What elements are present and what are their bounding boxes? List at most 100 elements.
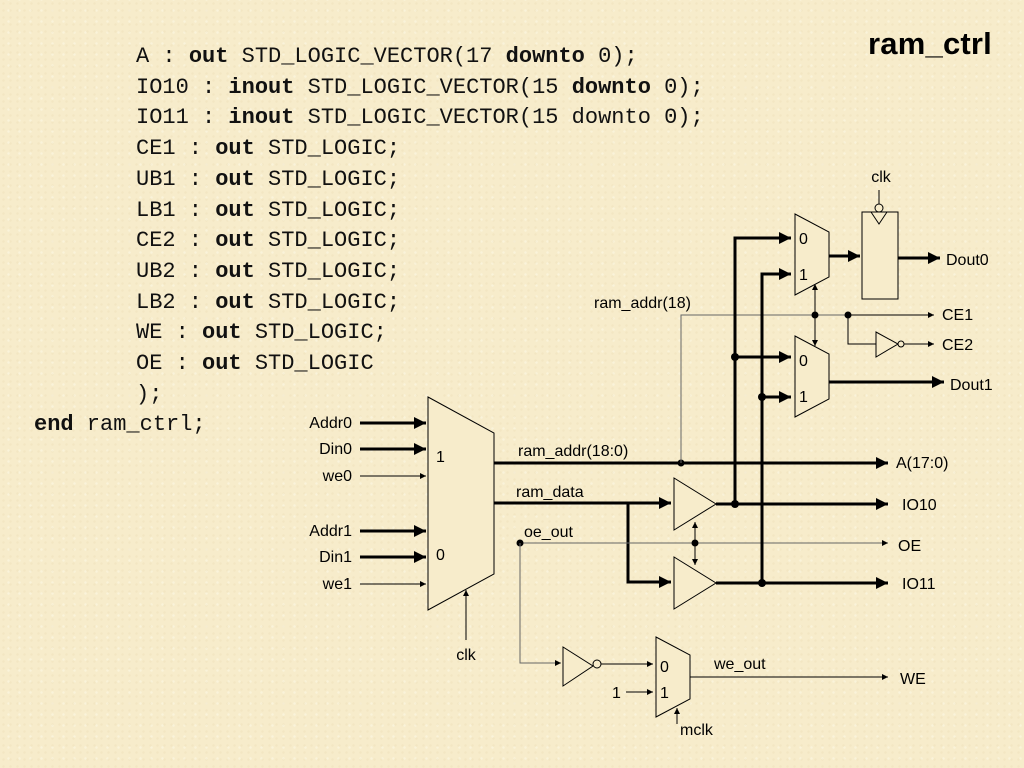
code-keyword: out bbox=[215, 228, 255, 254]
code-text: UB1 : bbox=[136, 166, 216, 192]
clk-input-label: clk bbox=[456, 647, 477, 664]
code-keyword: out bbox=[215, 197, 255, 223]
code-line: LB1 : out STD_LOGIC; bbox=[136, 198, 400, 224]
code-keyword: out bbox=[215, 289, 255, 315]
code-line: ); bbox=[136, 382, 162, 408]
code-text: 0); bbox=[584, 44, 638, 69]
code-keyword: out bbox=[215, 258, 255, 284]
code-text: ram_ctrl; bbox=[73, 412, 206, 438]
code-text: CE1 : bbox=[136, 136, 216, 162]
dout0-register bbox=[861, 211, 899, 300]
we0-label: we0 bbox=[322, 468, 352, 485]
code-text: STD_LOGIC; bbox=[254, 136, 401, 162]
oe-output-label: OE bbox=[898, 538, 921, 555]
we1-label: we1 bbox=[322, 576, 352, 593]
code-text: STD_LOGIC; bbox=[254, 289, 401, 315]
ram-addr-bus-label: ram_addr(18:0) bbox=[518, 443, 628, 460]
io10-to-upper-mux-bus bbox=[733, 232, 791, 504]
code-line: OE : out STD_LOGIC bbox=[136, 351, 374, 377]
io11-tap-junction bbox=[758, 579, 766, 587]
lower-output-mux bbox=[794, 335, 830, 418]
code-text: STD_LOGIC bbox=[241, 351, 374, 376]
ram-data-to-io11-bus bbox=[626, 503, 671, 588]
dout0-output-label: Dout0 bbox=[946, 252, 989, 269]
code-text: WE : bbox=[136, 320, 203, 346]
code-keyword: out bbox=[215, 136, 255, 162]
code-text: STD_LOGIC; bbox=[254, 197, 401, 223]
addr1-label: Addr1 bbox=[309, 523, 352, 540]
ram-data-label: ram_data bbox=[516, 484, 584, 501]
we-const-one-label: 1 bbox=[612, 685, 621, 702]
register-clk-label: clk bbox=[871, 169, 892, 186]
ce1-output-label: CE1 bbox=[942, 307, 973, 324]
we-mux-in0-label: 0 bbox=[660, 659, 669, 676]
code-text: STD_LOGIC_VECTOR(17 bbox=[228, 44, 506, 69]
code-line: LB2 : out STD_LOGIC; bbox=[136, 290, 400, 316]
code-text: STD_LOGIC; bbox=[254, 258, 401, 284]
code-text: STD_LOGIC; bbox=[254, 166, 401, 192]
code-line: A : out STD_LOGIC_VECTOR(17 downto 0); bbox=[136, 44, 638, 70]
code-keyword: inout bbox=[228, 74, 295, 100]
main-input-mux bbox=[427, 396, 495, 611]
we-inverter-bubble bbox=[592, 659, 602, 669]
ram-addr-18-label: ram_addr(18) bbox=[594, 295, 691, 312]
we-mux-in1-label: 1 bbox=[660, 685, 669, 702]
din1-label: Din1 bbox=[319, 549, 352, 566]
mclk-input-label: mclk bbox=[680, 722, 714, 739]
main-mux-select-1-label: 1 bbox=[436, 449, 445, 466]
dout1-output-label: Dout1 bbox=[950, 377, 993, 394]
code-text: CE2 : bbox=[136, 228, 216, 254]
code-text: ); bbox=[136, 381, 163, 407]
register-clock-triangle bbox=[870, 211, 888, 225]
io11-tristate-buffer bbox=[673, 556, 717, 610]
code-text: IO11 : bbox=[136, 105, 229, 131]
we-output-mux bbox=[655, 636, 691, 718]
code-line: CE2 : out STD_LOGIC; bbox=[136, 228, 400, 254]
code-text: OE : bbox=[136, 351, 203, 376]
code-text: A : bbox=[136, 44, 189, 69]
oe-to-we-inverter-wire bbox=[519, 543, 561, 666]
io11-lower-junction bbox=[758, 393, 766, 401]
code-keyword: out bbox=[202, 351, 242, 376]
code-text: 0); bbox=[650, 74, 704, 100]
code-text: UB2 : bbox=[136, 258, 216, 284]
code-keyword: downto bbox=[505, 44, 585, 69]
io10-tap-junction bbox=[731, 500, 739, 508]
code-line: IO10 : inout STD_LOGIC_VECTOR(15 downto … bbox=[136, 75, 704, 101]
code-text: LB2 : bbox=[136, 289, 216, 315]
code-keyword: out bbox=[188, 44, 229, 69]
io11-to-upper-mux-bus bbox=[760, 268, 791, 583]
main-mux-select-0-label: 0 bbox=[436, 547, 445, 564]
we-inverter bbox=[562, 646, 594, 687]
we-out-label: we_out bbox=[713, 656, 766, 673]
ce2-inverter bbox=[875, 331, 900, 358]
code-line: WE : out STD_LOGIC; bbox=[136, 320, 387, 346]
io11-output-label: IO11 bbox=[902, 576, 936, 593]
upper-output-mux bbox=[794, 213, 830, 296]
register-clock-bubble bbox=[874, 203, 884, 213]
code-keyword: out bbox=[215, 166, 255, 192]
code-line: UB2 : out STD_LOGIC; bbox=[136, 259, 400, 285]
we-output-label: WE bbox=[900, 671, 926, 688]
upper-mux-in1-label: 1 bbox=[799, 267, 808, 284]
din0-label: Din0 bbox=[319, 441, 352, 458]
oe-out-label: oe_out bbox=[524, 524, 573, 541]
code-text: IO10 : bbox=[136, 74, 229, 100]
ce2-inverter-bubble bbox=[897, 340, 905, 348]
code-keyword: end bbox=[34, 412, 74, 438]
code-text: STD_LOGIC_VECTOR(15 bbox=[294, 74, 572, 100]
io10-lower-junction bbox=[731, 353, 739, 361]
code-keyword: out bbox=[202, 320, 242, 346]
a-output-label: A(17:0) bbox=[896, 455, 948, 472]
upper-mux-in0-label: 0 bbox=[799, 231, 808, 248]
code-line: CE1 : out STD_LOGIC; bbox=[136, 136, 400, 162]
lower-mux-in0-label: 0 bbox=[799, 353, 808, 370]
code-text: STD_LOGIC_VECTOR(15 downto 0); bbox=[294, 105, 704, 131]
code-text: LB1 : bbox=[136, 197, 216, 223]
code-keyword: downto bbox=[571, 74, 651, 100]
io10-tristate-buffer bbox=[673, 477, 717, 531]
code-line: end ram_ctrl; bbox=[34, 412, 206, 438]
ram-addr-18-wire bbox=[680, 314, 848, 463]
slide-title: ram_ctrl bbox=[868, 26, 992, 61]
